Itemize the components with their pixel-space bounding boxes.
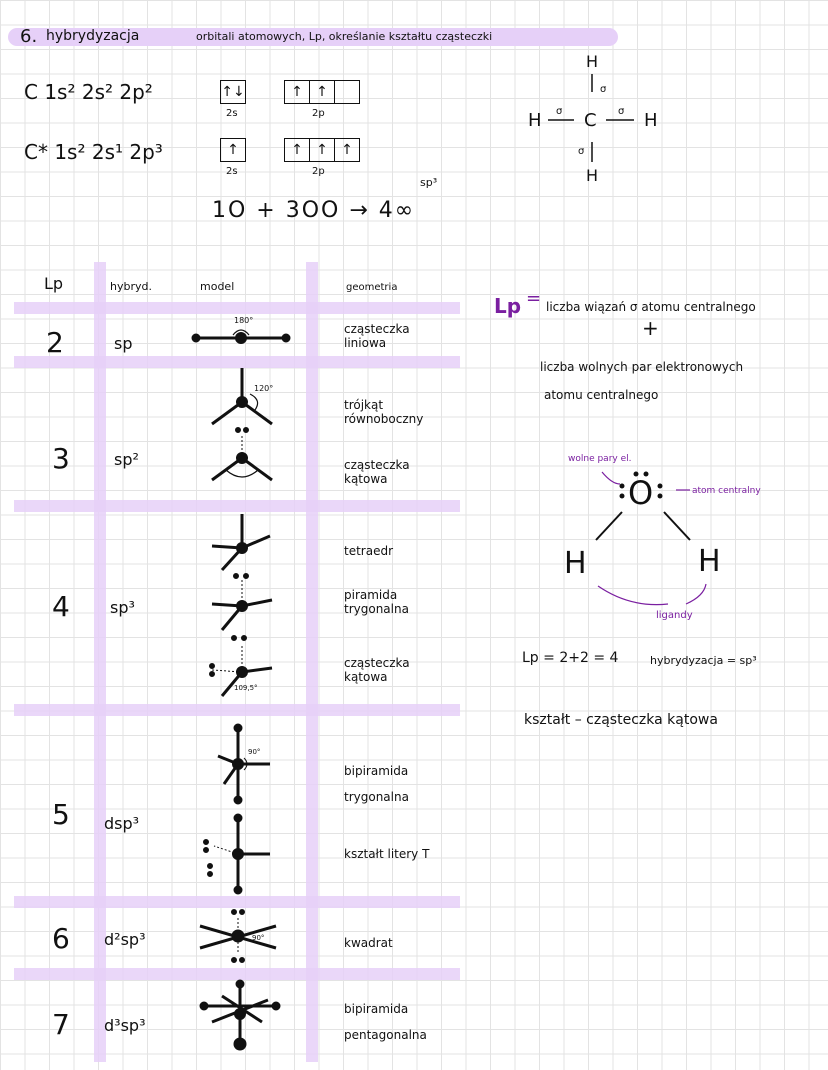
row-divider bbox=[14, 302, 460, 314]
label-2p: 2p bbox=[312, 108, 325, 119]
geometry-label: trójkąt równoboczny bbox=[344, 398, 424, 426]
section-number: 6. bbox=[20, 26, 38, 47]
title-highlight bbox=[8, 28, 618, 46]
sigma-label: σ bbox=[618, 106, 625, 117]
column-divider bbox=[306, 262, 318, 1062]
header-geometry: geometria bbox=[346, 282, 398, 293]
title-rest: orbitali atomowych, Lp, określanie kszta… bbox=[196, 30, 493, 43]
methane-h-top: H bbox=[586, 52, 599, 71]
title-main: hybrydyzacja bbox=[46, 28, 140, 44]
orbital-box-2p-excited: ↑ ↑ ↑ bbox=[284, 138, 360, 162]
column-divider bbox=[94, 262, 106, 1062]
angle-label: 90° bbox=[248, 748, 261, 756]
row-divider bbox=[14, 356, 460, 368]
geometry-label: cząsteczka kątowa bbox=[344, 458, 410, 486]
label-2p: 2p bbox=[312, 166, 325, 177]
label-2s: 2s bbox=[226, 166, 238, 177]
lp-value: 5 bbox=[52, 798, 70, 831]
orbital-cell: ↑ bbox=[310, 139, 335, 161]
tetrahedral-model bbox=[211, 514, 271, 572]
sigma-label: σ bbox=[578, 146, 585, 157]
orbital-cell: ↑ bbox=[310, 81, 335, 103]
hybr-value: sp³ bbox=[110, 598, 135, 617]
header-lp: Lp bbox=[44, 274, 64, 293]
geometry-label: kształt litery T bbox=[344, 847, 430, 861]
definition-line3: atomu centralnego bbox=[544, 388, 659, 402]
equals-sign: = bbox=[526, 288, 542, 309]
hybr-value: d³sp³ bbox=[104, 1016, 146, 1035]
angle-label: 180° bbox=[234, 316, 254, 325]
water-molecule bbox=[595, 471, 707, 606]
c-excited-config: C* 1s² 2s¹ 2p³ bbox=[24, 140, 163, 164]
methane-bonds bbox=[548, 74, 634, 162]
oxygen-atom: O bbox=[628, 474, 654, 512]
hydrogen-atom-left: H bbox=[564, 546, 587, 581]
methane-h-right: H bbox=[644, 110, 658, 131]
orbital-box-2p-ground: ↑ ↑ bbox=[284, 80, 360, 104]
bent-sp2-model bbox=[211, 427, 273, 482]
orbital-cell: ↑↓ bbox=[221, 84, 245, 100]
lp-value: 6 bbox=[52, 922, 70, 955]
row-divider bbox=[14, 896, 460, 908]
orbital-box-2s-ground: ↑↓ bbox=[220, 80, 246, 104]
row-divider bbox=[14, 704, 460, 716]
geometry-label: tetraedr bbox=[344, 544, 394, 558]
linear-model bbox=[191, 329, 291, 344]
lp-value: 3 bbox=[52, 442, 70, 475]
geometry-label: bipiramida pentagonalna bbox=[344, 1002, 427, 1042]
lp-symbol: Lp bbox=[494, 294, 522, 318]
methane-c: C bbox=[584, 110, 597, 131]
water-hybridization: hybrydyzacja = sp³ bbox=[650, 654, 757, 667]
geometry-label: cząsteczka liniowa bbox=[344, 322, 410, 350]
trigonal-planar-model bbox=[211, 368, 273, 426]
plus-sign: + bbox=[642, 316, 659, 340]
row-divider bbox=[14, 500, 460, 512]
angle-label: 90° bbox=[252, 934, 265, 942]
orbital-box-2s-excited: ↑ bbox=[220, 138, 246, 162]
hydrogen-atom-right: H bbox=[698, 544, 721, 579]
methane-h-left: H bbox=[528, 110, 542, 131]
geometry-label: bipiramida trygonalna bbox=[344, 764, 409, 804]
water-shape: kształt – cząsteczka kątowa bbox=[524, 712, 718, 728]
header-hybr: hybryd. bbox=[110, 280, 152, 293]
lp-value: 2 bbox=[46, 326, 64, 359]
definition-line2: liczba wolnych par elektronowych bbox=[540, 360, 744, 374]
hybr-value: dsp³ bbox=[104, 814, 140, 833]
row-divider bbox=[14, 968, 460, 980]
header-model: model bbox=[200, 280, 235, 293]
free-pairs-label: wolne pary el. bbox=[568, 454, 632, 464]
bent-sp3-model bbox=[209, 635, 273, 697]
geometry-label: cząsteczka kątowa bbox=[344, 656, 410, 684]
t-shaped-model bbox=[203, 813, 270, 895]
sp3-label: sp³ bbox=[420, 176, 438, 189]
hybr-value: sp bbox=[114, 334, 133, 353]
label-2s: 2s bbox=[226, 108, 238, 119]
angle-label: 120° bbox=[254, 384, 274, 393]
central-atom-label: atom centralny bbox=[692, 486, 761, 496]
angle-label: 109,5° bbox=[234, 684, 258, 692]
sigma-label: σ bbox=[556, 106, 563, 117]
square-planar-model bbox=[199, 909, 277, 963]
lp-value: 4 bbox=[52, 590, 70, 623]
orbital-cell: ↑ bbox=[285, 81, 310, 103]
lp-calculation: Lp = 2+2 = 4 bbox=[522, 650, 619, 666]
methane-h-bottom: H bbox=[586, 166, 599, 185]
sigma-label: σ bbox=[600, 84, 607, 95]
geometry-label: kwadrat bbox=[344, 936, 393, 950]
ligands-label: ligandy bbox=[656, 610, 693, 621]
orbital-cell: ↑ bbox=[227, 142, 239, 158]
definition-line1: liczba wiązań σ atomu centralnego bbox=[546, 300, 756, 314]
trigonal-bipyramidal-model bbox=[217, 723, 270, 805]
orbital-cell: ↑ bbox=[341, 142, 353, 158]
geometry-label: piramida trygonalna bbox=[344, 588, 409, 616]
orbital-cell: ↑ bbox=[285, 139, 310, 161]
c-ground-config: C 1s² 2s² 2p² bbox=[24, 80, 153, 104]
lp-value: 7 bbox=[52, 1008, 70, 1041]
hybridization-equation: 1O + 3OO → 4∞ bbox=[212, 198, 416, 223]
trigonal-pyramidal-model bbox=[211, 573, 273, 631]
hybr-value: d²sp³ bbox=[104, 930, 146, 949]
pentagonal-bipyramidal-model bbox=[199, 979, 281, 1051]
hybr-value: sp² bbox=[114, 450, 139, 469]
